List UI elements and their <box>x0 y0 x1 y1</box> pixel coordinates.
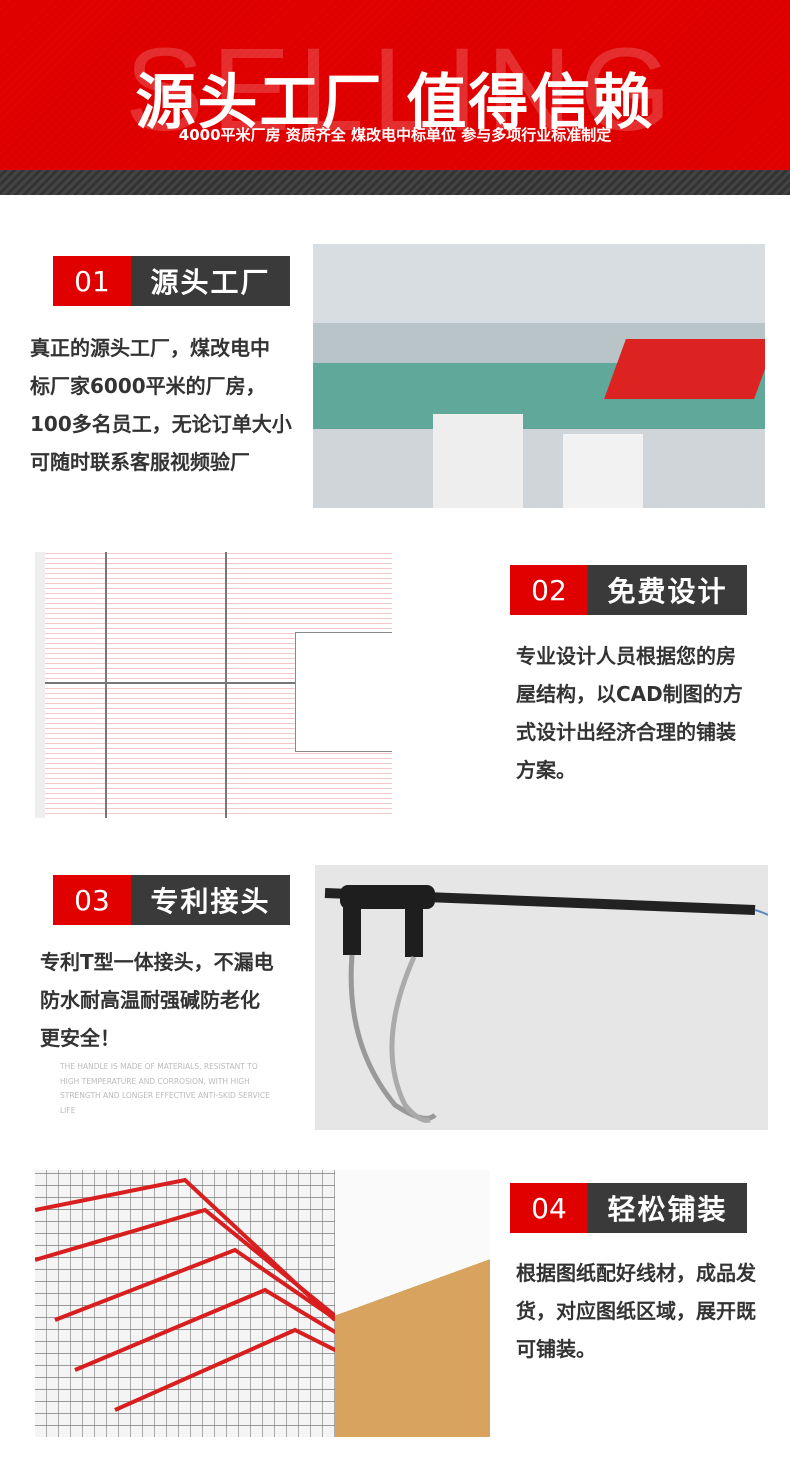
section-text-03: 专利T型一体接头，不漏电 防水耐高温耐强碱防老化 更安全！ <box>40 943 274 1057</box>
divider-stripe <box>0 170 790 195</box>
cad-floor-plan-image <box>35 552 392 818</box>
section-text-02: 专业设计人员根据您的房 屋结构，以CAD制图的方 式设计出经济合理的铺装 方案。 <box>516 637 743 789</box>
text-line: 更安全！ <box>40 1026 120 1050</box>
text-line: 100多名员工，无论订单大小 <box>30 412 292 436</box>
section-title: 专利接头 <box>131 875 290 925</box>
section-number: 02 <box>510 565 588 615</box>
text-line: 可随时联系客服视频验厂 <box>30 450 250 474</box>
text-line: 货，对应图纸区域，展开既 <box>516 1299 756 1323</box>
heating-cable-installation-photo <box>35 1170 490 1437</box>
section-text-04: 根据图纸配好线材，成品发 货，对应图纸区域，展开既 可铺装。 <box>516 1254 756 1368</box>
page-subtitle: 4000平米厂房 资质齐全 煤改电中标单位 参与多项行业标准制定 <box>178 126 612 144</box>
section-label-04: 04 轻松铺装 <box>510 1183 747 1233</box>
section-title: 轻松铺装 <box>588 1183 747 1233</box>
text-line: 标厂家6000平米的厂房， <box>30 374 266 398</box>
section-number: 04 <box>510 1183 588 1233</box>
section-number: 03 <box>53 875 131 925</box>
text-line: 专利T型一体接头，不漏电 <box>40 950 274 974</box>
text-line: 专业设计人员根据您的房 <box>516 644 736 668</box>
text-line: 屋结构，以CAD制图的方 <box>516 682 743 706</box>
t-joint-product-photo <box>315 865 768 1130</box>
english-description: THE HANDLE IS MADE OF MATERIALS, RESISTA… <box>60 1062 270 1115</box>
section-title: 源头工厂 <box>131 256 290 306</box>
section-label-03: 03 专利接头 <box>53 875 290 925</box>
section-label-01: 01 源头工厂 <box>53 256 290 306</box>
text-line: 真正的源头工厂，煤改电中 <box>30 336 270 360</box>
text-line: 式设计出经济合理的铺装 <box>516 720 736 744</box>
factory-photo <box>313 244 765 508</box>
section-number: 01 <box>53 256 131 306</box>
section-label-02: 02 免费设计 <box>510 565 747 615</box>
text-line: 防水耐高温耐强碱防老化 <box>40 988 260 1012</box>
text-line: 根据图纸配好线材，成品发 <box>516 1261 756 1285</box>
watermark: SELLING <box>125 24 680 156</box>
text-line: 可铺装。 <box>516 1337 596 1361</box>
page-title: 源头工厂 值得信赖 <box>135 68 655 138</box>
section-title: 免费设计 <box>588 565 747 615</box>
section-text-01: 真正的源头工厂，煤改电中 标厂家6000平米的厂房， 100多名员工，无论订单大… <box>30 329 292 481</box>
header-banner <box>0 0 790 170</box>
text-line: 方案。 <box>516 758 576 782</box>
